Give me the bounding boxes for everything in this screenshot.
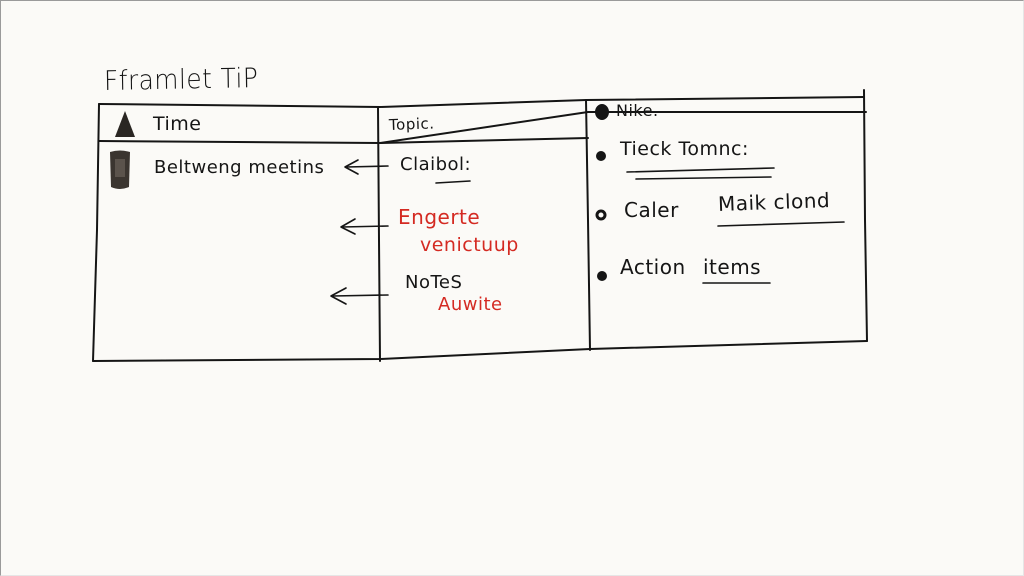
notes-bullet-tieck-tomnc: Tieck Tomnc: bbox=[620, 138, 749, 160]
column-header-notes: Nike. bbox=[616, 101, 659, 120]
column-header-topic: Topic. bbox=[388, 114, 435, 134]
topic-item-notes-line2: Auwite bbox=[438, 294, 503, 315]
bullet-icon bbox=[595, 147, 607, 166]
bullet-icon bbox=[596, 267, 608, 286]
triangle-marker-icon bbox=[114, 110, 136, 142]
notes-bullet-action-underlined: items bbox=[703, 255, 762, 279]
time-entry-label: Beltweng meetins bbox=[154, 157, 325, 178]
topic-item-engerte-line1: Engerte bbox=[398, 205, 481, 229]
notes-bullet-caler-plain: Caler bbox=[624, 198, 679, 222]
column-header-time: Time bbox=[153, 113, 202, 135]
notes-bullet-caler-underlined: Maik clond bbox=[717, 188, 831, 216]
bullet-icon bbox=[595, 206, 607, 225]
topic-item-claibol: Claibol: bbox=[400, 154, 472, 175]
notes-bullet-action-plain: Action bbox=[620, 255, 686, 279]
topic-item-engerte-line2: venictuup bbox=[420, 234, 519, 256]
filled-dot-icon bbox=[594, 103, 610, 125]
topic-item-notes-line1: NoTeS bbox=[405, 272, 463, 293]
mug-icon bbox=[108, 149, 132, 195]
